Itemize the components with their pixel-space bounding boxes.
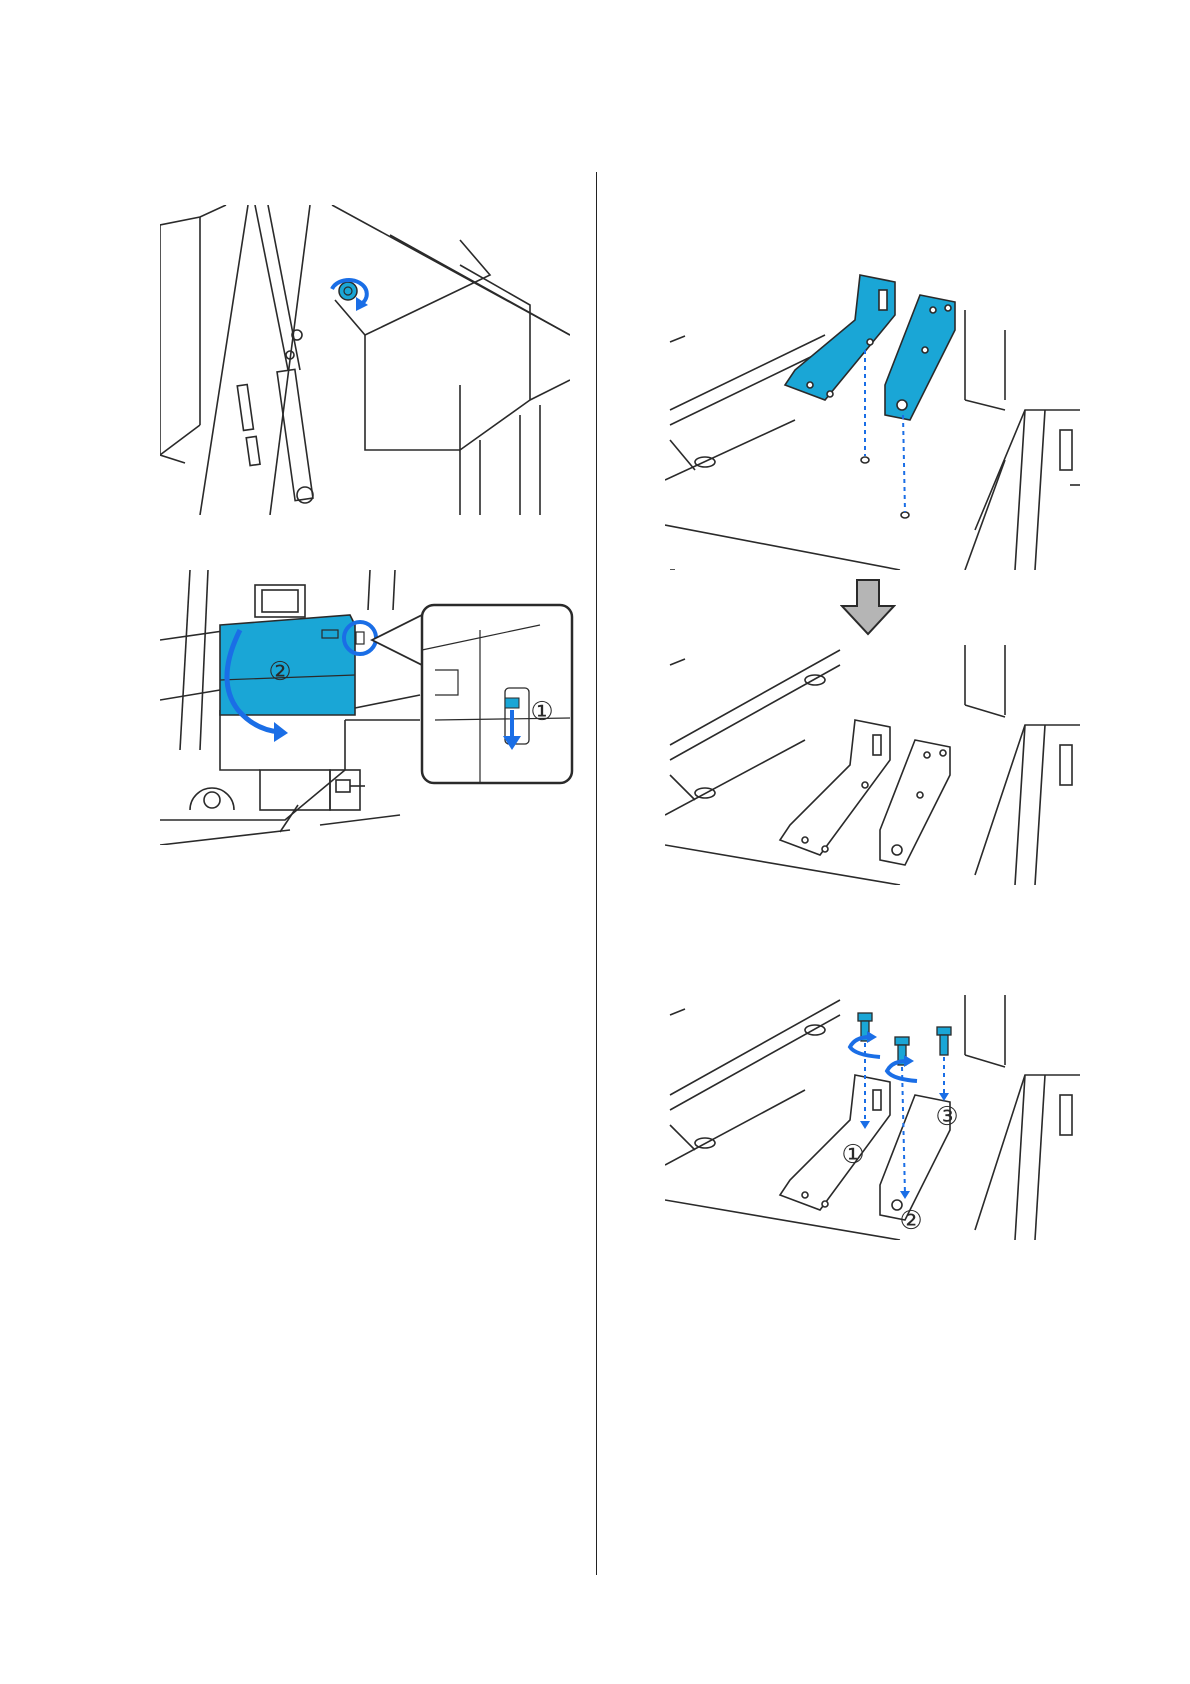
gray-down-arrow-icon	[840, 578, 896, 638]
screw-icon	[339, 282, 357, 300]
illustration-strut-screw	[160, 205, 570, 515]
step-number-3: ③	[935, 1102, 958, 1132]
screw-icon	[937, 1027, 951, 1055]
illustration-cover-latch: ② ①	[160, 570, 575, 845]
step-number-2: ②	[268, 657, 291, 687]
step-number-2: ②	[899, 1206, 922, 1236]
latch-callout: ①	[372, 605, 572, 783]
bracket-left	[780, 720, 890, 855]
column-divider	[596, 172, 597, 1575]
illustration-brackets-placed	[665, 645, 1080, 885]
illustration-screws: ① ② ③	[665, 995, 1080, 1240]
bracket-left-blue	[785, 275, 895, 400]
step-number-1: ①	[841, 1140, 864, 1170]
step-number-1: ①	[530, 697, 553, 727]
illustration-brackets-blue	[665, 270, 1080, 570]
